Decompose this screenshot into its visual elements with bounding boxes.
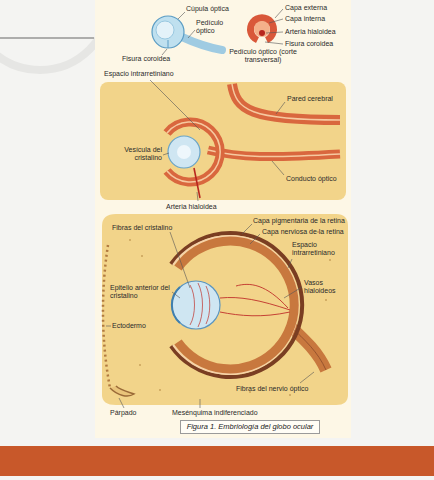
brain-wall — [232, 84, 340, 120]
part-label: Vasos hialoideos — [304, 279, 348, 295]
figure-ground — [95, 0, 351, 438]
optic-stalk — [182, 37, 222, 50]
stalk-section-outer — [247, 14, 277, 43]
optic-cup-inner — [156, 21, 174, 39]
optic-stalk-lumen — [208, 150, 340, 157]
part-label: Capa pigmentaria de la retina — [253, 217, 345, 225]
part-label: Arteria hialoidea — [166, 203, 217, 211]
part-label: Capa nerviosa de la retina — [262, 228, 344, 236]
lens-vesicle-cavity — [177, 145, 191, 159]
part-label: Epitelio anterior del cristalino — [110, 284, 172, 300]
part-label: Pedículo óptico (corte transversal) — [222, 48, 304, 64]
brain-wall-lumen — [232, 84, 340, 120]
part-label: Pedículo óptico — [196, 19, 230, 35]
slide-decoration — [0, 0, 110, 70]
stalk-section-inner — [254, 21, 270, 37]
part-label: Mesénquima indiferenciado — [172, 409, 258, 417]
part-label: Pared cerebral — [287, 95, 333, 103]
hyaloid-vessels — [220, 284, 290, 315]
part-label: Párpado — [110, 409, 136, 417]
part-label: Fisura coroidea — [122, 55, 170, 63]
optic-cup — [152, 16, 184, 48]
lens — [172, 281, 220, 329]
part-label: Arteria hialoidea — [285, 28, 336, 36]
mesenchyme-ground — [100, 82, 346, 200]
part-label: Fisura coroidea — [285, 40, 333, 48]
part-label: Ectodermo — [112, 322, 146, 330]
eyelid — [110, 386, 134, 396]
part-label: Espacio intrarretiniano — [104, 70, 174, 78]
slide-bar — [0, 446, 434, 476]
ectoderm — [103, 245, 110, 388]
slide-rule — [0, 38, 94, 39]
part-label: Capa externa — [285, 4, 327, 12]
hyaloid-artery-section — [259, 30, 265, 36]
lens-epithelium — [172, 287, 180, 323]
pigment-layer — [171, 233, 302, 377]
part-label: Capa interna — [285, 15, 325, 23]
leader-lines — [106, 9, 314, 408]
choroid-fissure — [168, 40, 169, 48]
lens-fibres — [190, 283, 210, 327]
figure-caption: Figura 1. Embriología del globo ocular — [180, 420, 321, 434]
lens-vesicle — [168, 136, 200, 168]
optic-cup-wall — [167, 122, 220, 182]
intraretinal-space — [173, 236, 298, 374]
part-label: Cúpula óptica — [186, 5, 229, 13]
intraretinal-space — [167, 122, 220, 182]
optic-stalk — [208, 150, 340, 157]
part-label: Espacio intrarretiniano — [292, 241, 352, 257]
part-label: Fibras del cristalino — [112, 224, 172, 232]
part-label: Fibras del nervio óptico — [236, 385, 308, 393]
part-label: Vesícula del cristalino — [110, 146, 162, 162]
part-label: Conducto óptico — [286, 175, 337, 183]
